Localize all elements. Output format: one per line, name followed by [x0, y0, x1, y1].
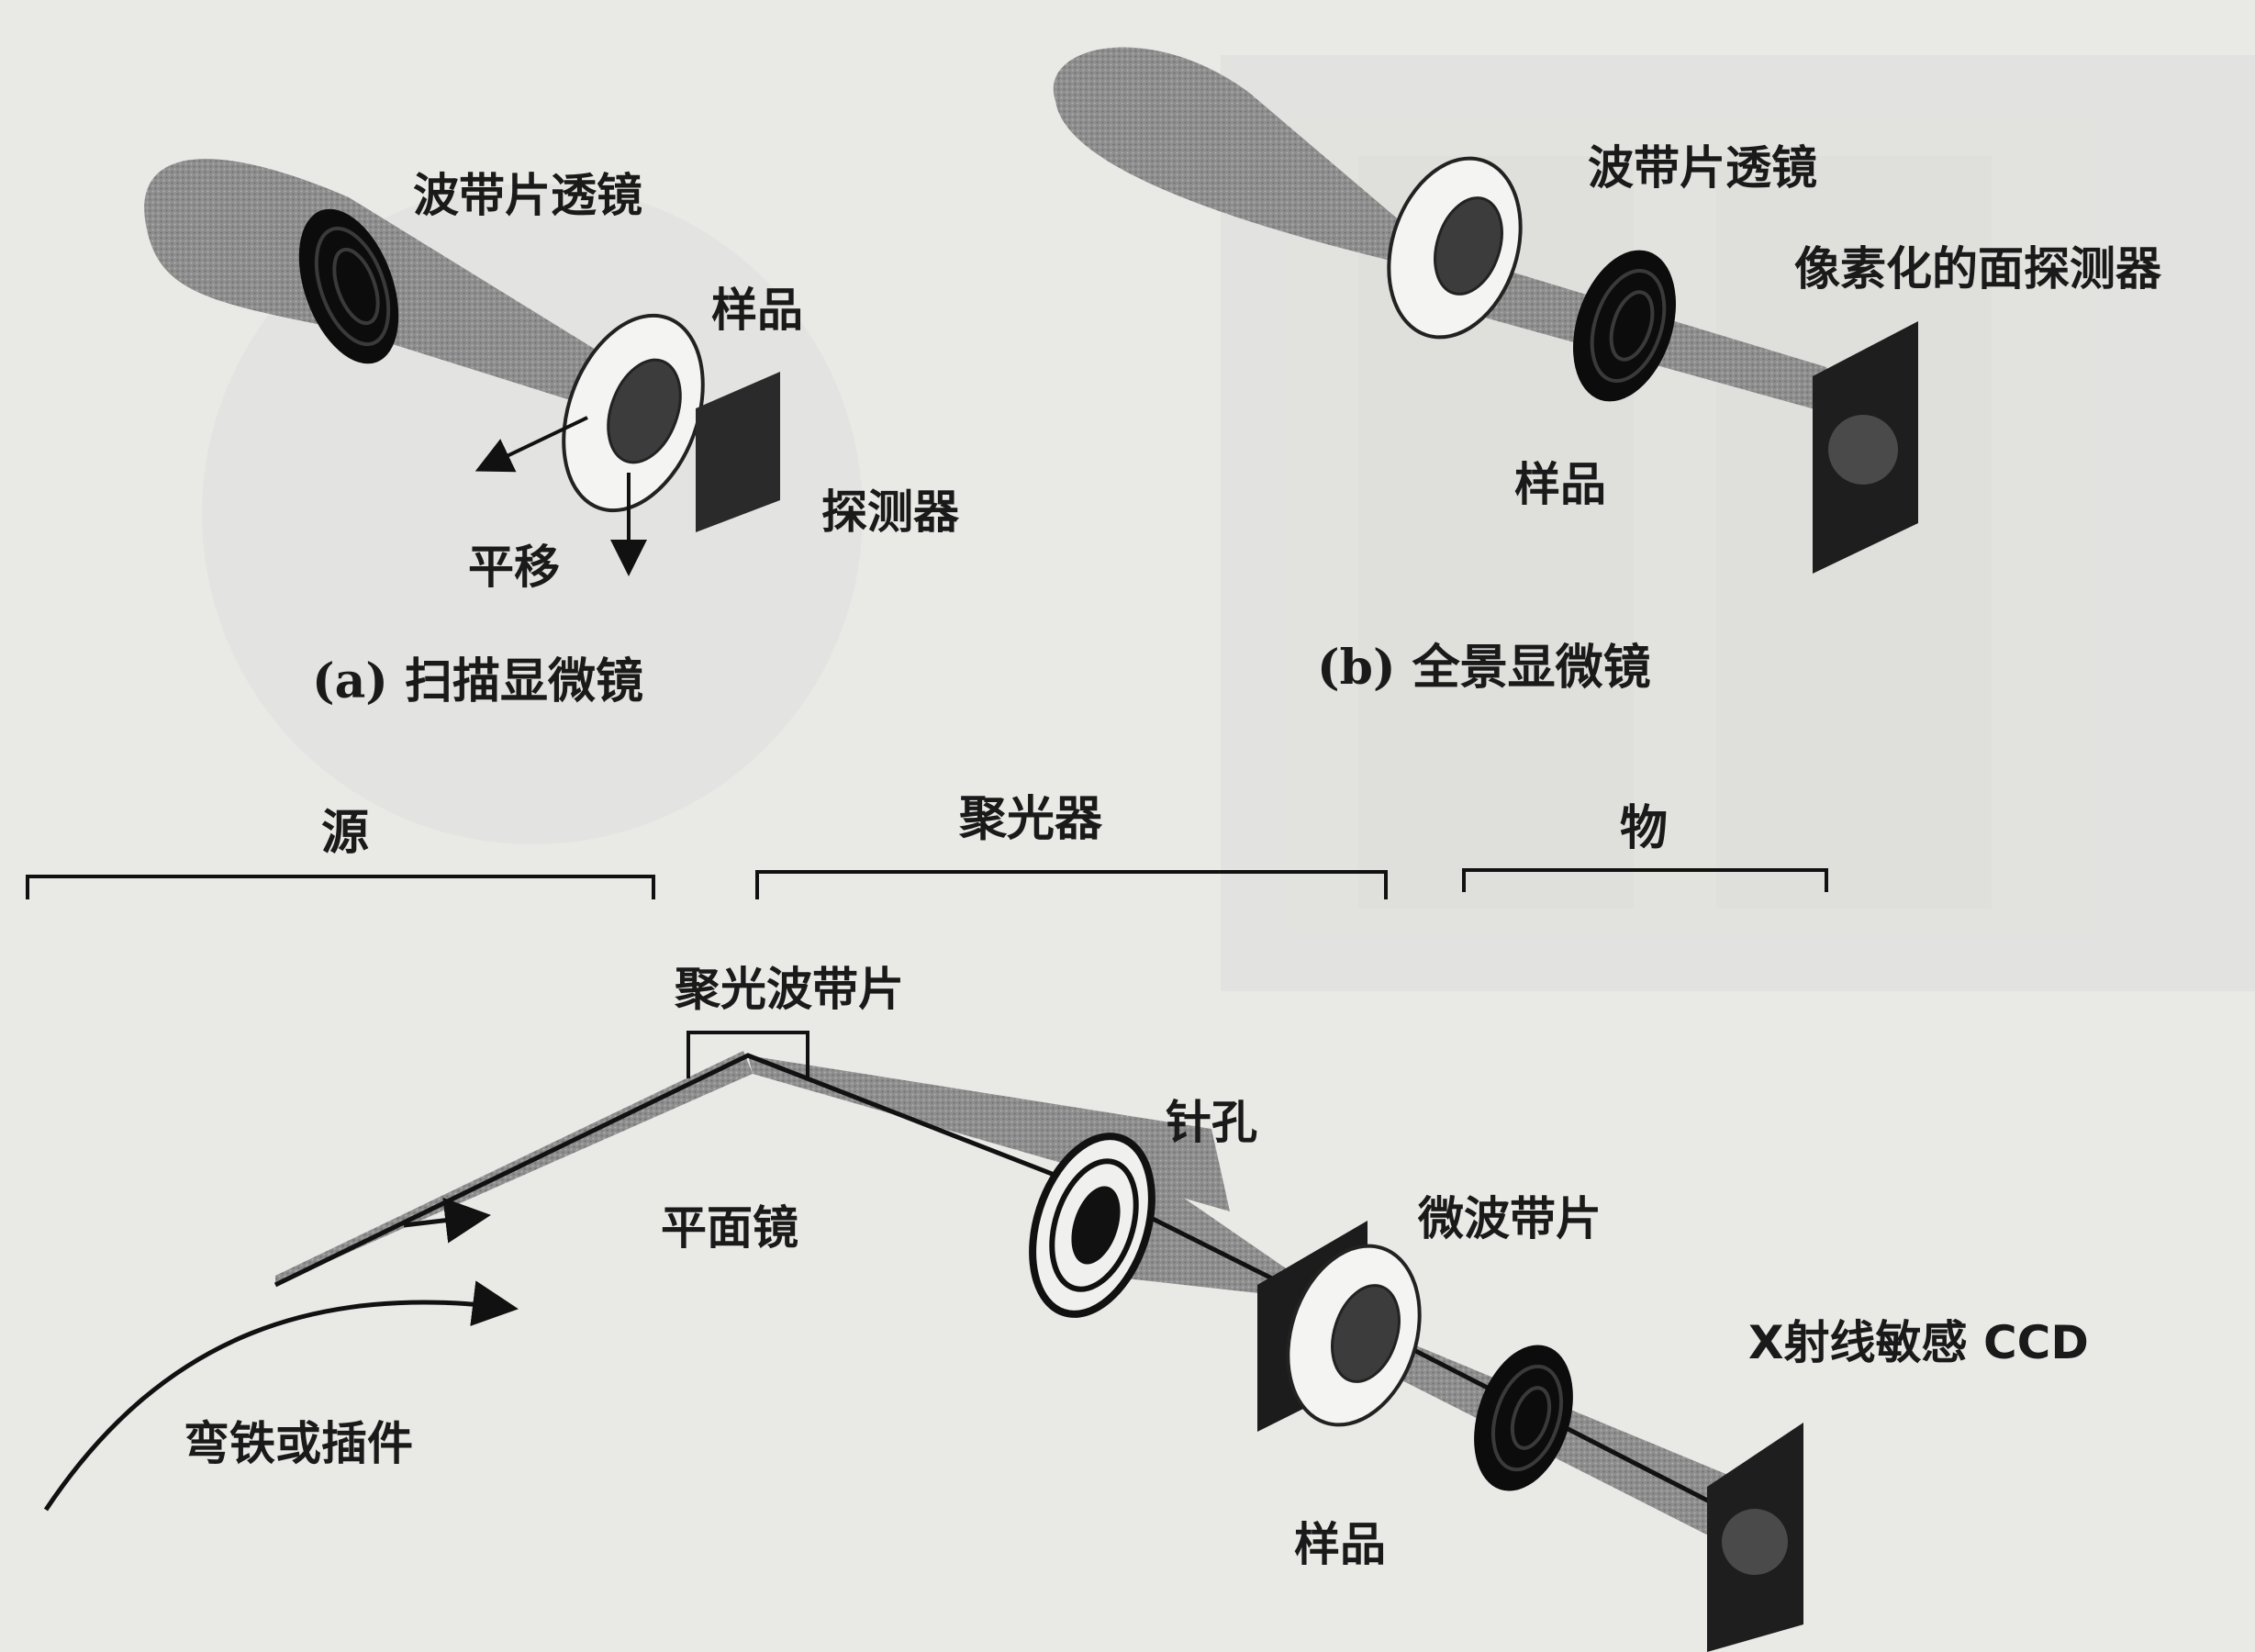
- flat-mirror-label: 平面镜: [661, 1201, 798, 1255]
- condenser-section-label: 聚光器: [958, 792, 1103, 847]
- panel-b-sample-ring: [1387, 156, 1523, 340]
- panel-a-translate-label: 平移: [468, 541, 560, 594]
- panel-a-zone-plate-lens: [298, 208, 399, 364]
- source-section-label: 源: [321, 806, 369, 861]
- source-bracket: [26, 875, 655, 899]
- xray-ccd: [1707, 1423, 1803, 1652]
- condenser-zone-plate-label: 聚光波带片: [674, 963, 904, 1016]
- bend-magnet-label: 弯铁或插件: [184, 1417, 413, 1470]
- objective-zone-plate: [1474, 1345, 1573, 1491]
- panel-b-zone-plate-lens: [1573, 250, 1676, 402]
- panel-a-caption: (a) 扫描显微镜: [312, 653, 643, 709]
- panel-b-full-field-microscope: 波带片透镜 像素化的面探测器 样品 (b) 全景显微镜: [1053, 47, 2162, 696]
- panel-a-zone-plate-label: 波带片透镜: [413, 169, 642, 222]
- panel-a-sample-ring: [562, 313, 705, 513]
- condenser-bracket: [755, 870, 1388, 899]
- condenser-zone-plate-box: [687, 1031, 809, 1078]
- micro-zone-plate: [1286, 1244, 1422, 1427]
- panel-a-sample-label: 样品: [711, 284, 803, 337]
- panel-b-area-detector: [1813, 321, 1918, 574]
- incoming-ray-arrow: [403, 1197, 491, 1244]
- panel-a-scanning-microscope: 波带片透镜 样品 探测器 平移 (a) 扫描显微镜: [144, 159, 960, 709]
- panel-b-detector-label: 像素化的面探测器: [1794, 242, 2162, 296]
- object-section-label: 物: [1620, 801, 1668, 856]
- panel-c-sample-label: 样品: [1294, 1518, 1386, 1571]
- pinhole-to-sample-beam: [1097, 1138, 1349, 1303]
- pinhole: [1029, 1133, 1155, 1318]
- panel-a-detector-label: 探测器: [821, 486, 960, 539]
- background-bleed: [202, 55, 2255, 991]
- panel-a-translate-arrow-left: [474, 416, 588, 473]
- panel-b-zone-plate-label: 波带片透镜: [1588, 141, 1817, 195]
- bend-magnet-curve: [43, 1280, 519, 1512]
- ccd-label: X射线敏感 CCD: [1748, 1316, 2089, 1369]
- panel-b-caption: (b) 全景显微镜: [1317, 640, 1651, 696]
- panel-a-detector: [696, 372, 780, 532]
- panel-c-beamline: 源 聚光器 物: [26, 792, 2089, 1652]
- panel-b-sample-label: 样品: [1514, 458, 1606, 511]
- object-bracket: [1462, 868, 1828, 892]
- pinhole-label: 针孔: [1166, 1096, 1257, 1149]
- micro-zone-plate-label: 微波带片: [1417, 1192, 1602, 1245]
